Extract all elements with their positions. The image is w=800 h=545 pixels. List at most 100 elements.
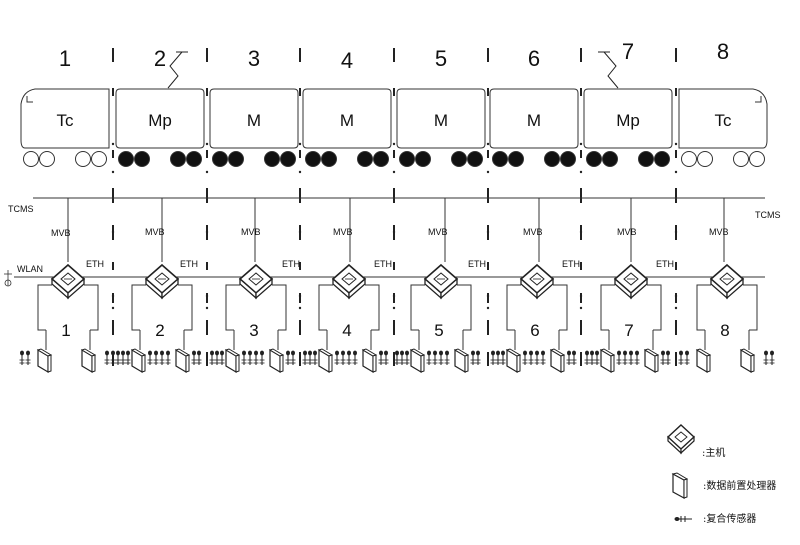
preprocessor-icon bbox=[268, 348, 285, 374]
sensor-icon bbox=[196, 350, 202, 365]
sensor-icon bbox=[340, 350, 346, 365]
host-icon bbox=[613, 263, 649, 300]
legend-host-icon bbox=[666, 424, 696, 455]
car-body bbox=[115, 88, 205, 149]
sensor-icon bbox=[426, 350, 432, 365]
host-icon bbox=[50, 263, 86, 300]
unit-3: 3 bbox=[209, 263, 296, 374]
motor-wheels bbox=[305, 151, 389, 167]
sensor-icon bbox=[259, 350, 265, 365]
mvb-label: MVB bbox=[333, 227, 353, 237]
car-type-label: M bbox=[434, 111, 448, 130]
motor-wheels bbox=[212, 151, 296, 167]
preprocessor-icon bbox=[549, 348, 566, 374]
car-body bbox=[209, 88, 299, 149]
host-icon bbox=[331, 263, 367, 300]
sensor-icon bbox=[438, 350, 444, 365]
preprocessor-icon bbox=[361, 348, 378, 374]
legend-sensor-label: :复合传感器 bbox=[703, 512, 756, 525]
sensor-icon bbox=[247, 350, 253, 365]
unit-number: 5 bbox=[434, 321, 443, 340]
mvb-label: MVB bbox=[51, 228, 71, 238]
preprocessor-icon bbox=[695, 348, 712, 374]
sensor-icon bbox=[589, 350, 595, 365]
motor-wheels bbox=[586, 151, 670, 167]
sensor-icon bbox=[104, 350, 110, 365]
car-number: 3 bbox=[248, 46, 260, 71]
wlan-label: WLAN bbox=[17, 264, 43, 274]
sensor-icon bbox=[404, 350, 410, 365]
motor-wheels bbox=[118, 151, 202, 167]
sensor-icon bbox=[312, 350, 318, 365]
car-number: 1 bbox=[59, 46, 71, 71]
car-separator bbox=[579, 48, 583, 366]
sensor-icon bbox=[159, 350, 165, 365]
legend-preprocessor-icon bbox=[671, 472, 689, 500]
car-number: 2 bbox=[154, 46, 166, 71]
host-icon bbox=[709, 263, 745, 300]
preprocessor-icon bbox=[80, 348, 97, 374]
sensor-icon bbox=[444, 350, 450, 365]
motor-wheels bbox=[399, 151, 483, 167]
car-separator bbox=[111, 48, 115, 366]
car-body bbox=[396, 88, 486, 149]
wlan-antenna-icon bbox=[4, 270, 12, 287]
mvb-label: MVB bbox=[617, 227, 637, 237]
unit-number: 2 bbox=[155, 321, 164, 340]
unit-number: 1 bbox=[61, 321, 70, 340]
unit-number: 4 bbox=[342, 321, 351, 340]
sensor-icon bbox=[763, 350, 769, 365]
eth-label: ETH bbox=[86, 259, 104, 269]
eth-label: ETH bbox=[562, 259, 580, 269]
sensor-icon bbox=[495, 350, 501, 365]
car-separator bbox=[205, 48, 209, 366]
unit-wiring bbox=[37, 284, 99, 350]
sensor-icon bbox=[534, 350, 540, 365]
sensor-icon bbox=[120, 350, 126, 365]
preprocessor-icon bbox=[453, 348, 470, 374]
sensor-icon bbox=[628, 350, 634, 365]
sensor-icon bbox=[378, 350, 384, 365]
mvb-label: MVB bbox=[145, 227, 165, 237]
unit-wiring bbox=[225, 284, 287, 350]
mvb-label: MVB bbox=[523, 227, 543, 237]
sensor-icon bbox=[634, 350, 640, 365]
sensor-icon bbox=[253, 350, 259, 365]
preprocessor-icon bbox=[36, 348, 53, 374]
preprocessor-icon bbox=[317, 348, 334, 374]
sensor-icon bbox=[25, 350, 31, 365]
mvb-label: MVB bbox=[709, 227, 729, 237]
car-separator bbox=[486, 48, 490, 366]
car-body bbox=[489, 88, 579, 149]
eth-label: ETH bbox=[374, 259, 392, 269]
car-body bbox=[302, 88, 392, 149]
preprocessor-icon bbox=[505, 348, 522, 374]
car-body bbox=[583, 88, 673, 149]
sensor-icon bbox=[660, 350, 666, 365]
pantograph-icon bbox=[167, 51, 188, 89]
sensor-icon bbox=[594, 350, 600, 365]
sensor-icon bbox=[165, 350, 171, 365]
unit-wiring bbox=[318, 284, 380, 350]
train-cars: 1TcMVBETH2MpMVBETH3MMVBETH4MMVBETH5MMVBE… bbox=[20, 39, 768, 269]
unit-6: 6 bbox=[490, 263, 577, 374]
preprocessor-icon bbox=[739, 348, 756, 374]
unit-2: 2 bbox=[115, 263, 202, 374]
sensor-icon bbox=[584, 350, 590, 365]
sensor-icon bbox=[622, 350, 628, 365]
unit-wiring bbox=[696, 284, 758, 350]
car-number: 5 bbox=[435, 46, 447, 71]
sensor-icon bbox=[432, 350, 438, 365]
car-separators bbox=[111, 48, 678, 366]
host-icon bbox=[238, 263, 274, 300]
unit-number: 7 bbox=[624, 321, 633, 340]
sensor-icon bbox=[522, 350, 528, 365]
car-number: 7 bbox=[622, 39, 634, 64]
host-icon bbox=[144, 263, 180, 300]
car-type-label: Mp bbox=[616, 111, 640, 130]
mvb-label: MVB bbox=[428, 227, 448, 237]
